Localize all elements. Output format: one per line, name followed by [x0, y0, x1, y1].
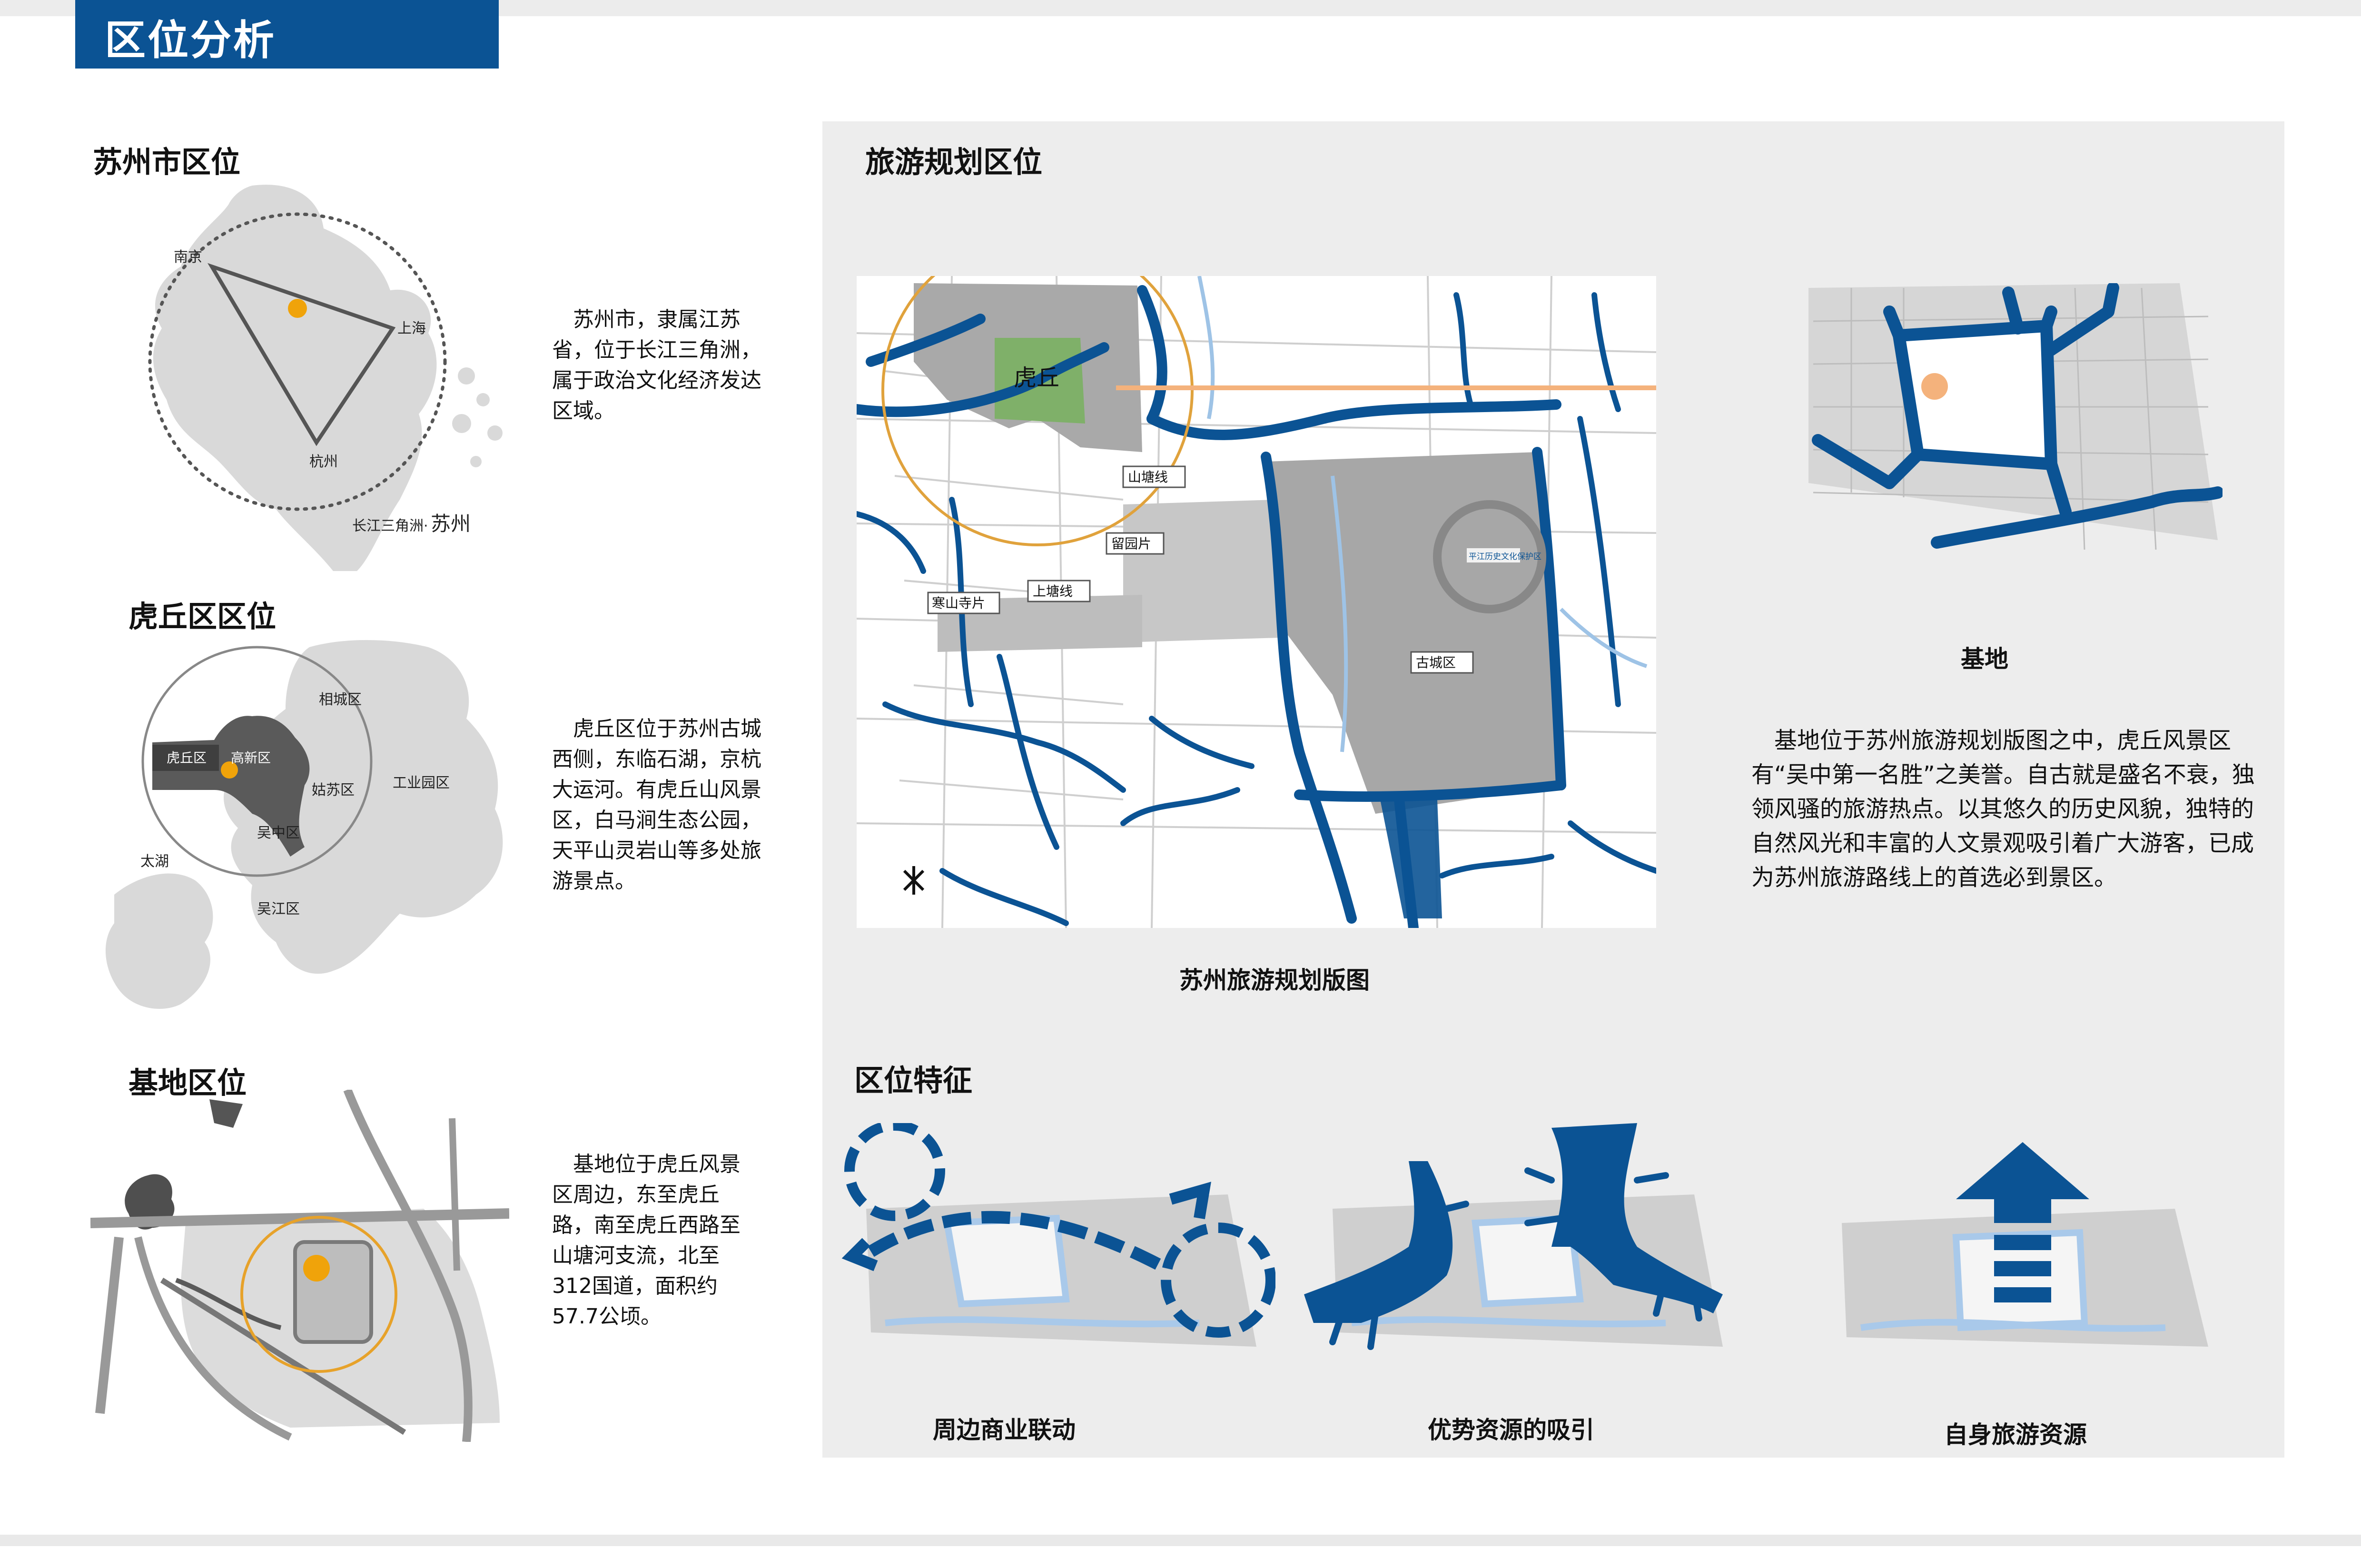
page-title: 区位分析 [105, 17, 276, 64]
site-paragraph: 基地位于虎丘风景区周边，东至虎丘路，南至虎丘西路至山塘河支流，北至312国道，面… [552, 1152, 741, 1329]
tourism-map-caption: 苏州旅游规划版图 [1179, 966, 1370, 994]
label-taihu: 太湖 [140, 853, 169, 870]
label-hanshan: 寒山寺片 [932, 595, 985, 611]
north-arrow-icon [903, 866, 925, 895]
site-heading: 基地区位 [128, 1065, 247, 1100]
suzhou-paragraph: 苏州市，隶属江苏省，位于长江三角洲，属于政治文化经济发达区域。 [552, 307, 761, 423]
label-huqiu: 虎丘区 [167, 750, 207, 766]
suzhou-heading: 苏州市区位 [93, 145, 241, 179]
label-wujiang: 吴江区 [257, 901, 300, 917]
huqiu-marker [221, 761, 238, 779]
label-gongye: 工业园区 [393, 775, 450, 791]
label-xiangcheng: 相城区 [319, 691, 362, 708]
feature-label-2: 优势资源的吸引 [1428, 1416, 1594, 1444]
label-gusu: 姑苏区 [312, 782, 355, 799]
title-tab [75, 0, 499, 69]
huqiu-district-map: 相城区 虎丘区 高新区 姑苏区 工业园区 吴中区 太湖 吴江区 [105, 640, 503, 1009]
label-wuzhong: 吴中区 [257, 825, 300, 841]
label-shangtang: 上塘线 [1033, 583, 1073, 599]
feature-label-1: 周边商业联动 [933, 1416, 1076, 1444]
site-caption: 基地 [1961, 645, 2008, 673]
features-heading: 区位特征 [854, 1063, 973, 1098]
site-detail-map [1808, 283, 2223, 550]
feature-resource-diagram [1304, 1123, 1723, 1350]
label-liuyuan: 留园片 [1111, 536, 1151, 552]
label-delta: 长江三角洲· [352, 518, 428, 534]
tourism-paragraph: 基地位于苏州旅游规划版图之中，虎丘风景区有“吴中第一名胜”之美誉。自古就是盛名不… [1751, 727, 2255, 891]
suzhou-marker [288, 299, 307, 318]
tourism-planning-map: 虎丘 山塘线 留园片 上塘线 寒山寺片 古城区 平江历史文化保护区 [857, 276, 1656, 928]
bottom-bar [0, 1535, 2361, 1546]
label-huqiu-area: 虎丘 [1014, 365, 1059, 391]
label-suzhou: 苏州 [431, 512, 471, 535]
label-shanghai: 上海 [397, 320, 426, 337]
label-shantang: 山塘线 [1128, 469, 1168, 485]
suzhou-region-map: 南京 上海 杭州 长江三角洲· 苏州 [148, 185, 503, 571]
label-gucheng: 古城区 [1416, 655, 1456, 671]
feature-commercial-diagram [841, 1123, 1275, 1347]
site-location-map [90, 1090, 509, 1442]
feature-own-resource-diagram [1842, 1142, 2208, 1347]
label-nanjing: 南京 [174, 249, 202, 266]
huqiu-heading: 虎丘区区位 [128, 599, 277, 634]
label-hangzhou: 杭州 [309, 454, 338, 470]
label-gaoxin: 高新区 [231, 750, 271, 766]
huqiu-paragraph: 虎丘区位于苏州古城西侧，东临石湖，京杭大运河。有虎丘山风景区，白马涧生态公园，天… [552, 717, 761, 893]
feature-label-3: 自身旅游资源 [1944, 1421, 2087, 1449]
label-reserve: 平江历史文化保护区 [1469, 552, 1541, 562]
tourism-heading: 旅游规划区位 [865, 145, 1043, 179]
site-marker [303, 1255, 330, 1282]
